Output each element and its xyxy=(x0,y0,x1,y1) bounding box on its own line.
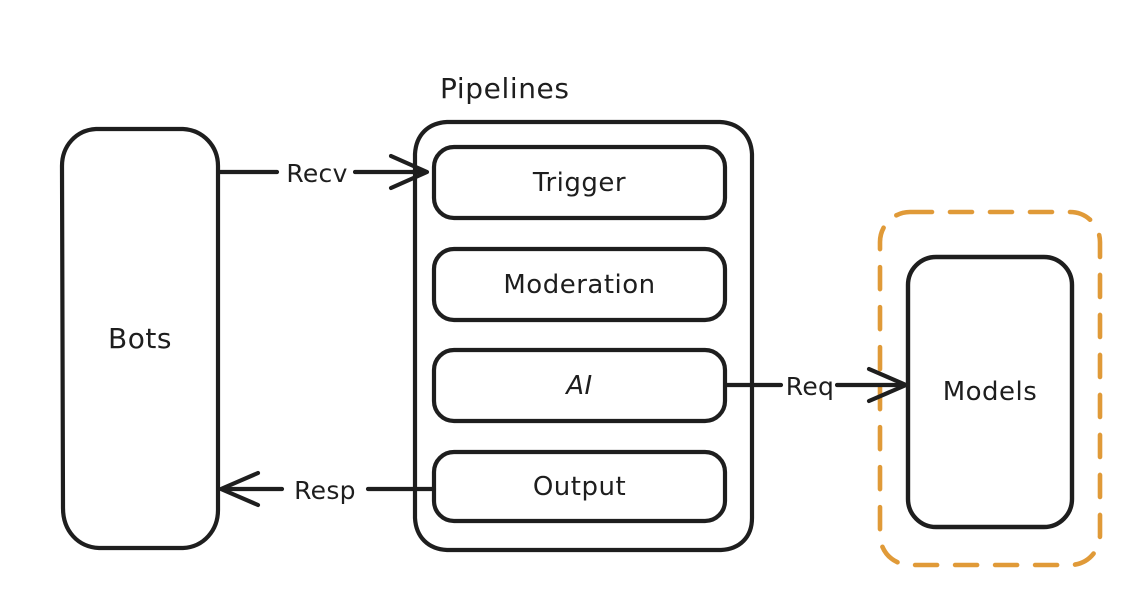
edge-recv-label: Recv xyxy=(281,156,353,190)
stage-trigger-box xyxy=(431,144,728,221)
edge-req-arrowhead xyxy=(866,366,909,404)
stage-trigger-node[interactable] xyxy=(434,147,725,218)
stage-moderation-node[interactable] xyxy=(434,249,725,320)
edge-req-label: Req xyxy=(785,369,835,403)
pipelines-group-outline xyxy=(412,119,755,553)
stage-output-node[interactable] xyxy=(434,452,725,521)
stage-output-box xyxy=(431,449,728,524)
bots-box-outline xyxy=(59,126,221,551)
models-box-outline xyxy=(905,254,1075,530)
stage-moderation-box xyxy=(431,246,728,323)
pipelines-group-title: Pipelines xyxy=(440,72,570,105)
edge-resp-label: Resp xyxy=(286,473,364,507)
edge-recv-arrowhead xyxy=(388,153,430,191)
models-group-dashed-outline xyxy=(877,209,1103,568)
models-node[interactable] xyxy=(908,257,1072,527)
edge-resp-arrowhead xyxy=(218,470,261,508)
stage-ai-node[interactable] xyxy=(434,350,725,421)
bots-node[interactable] xyxy=(62,128,218,548)
